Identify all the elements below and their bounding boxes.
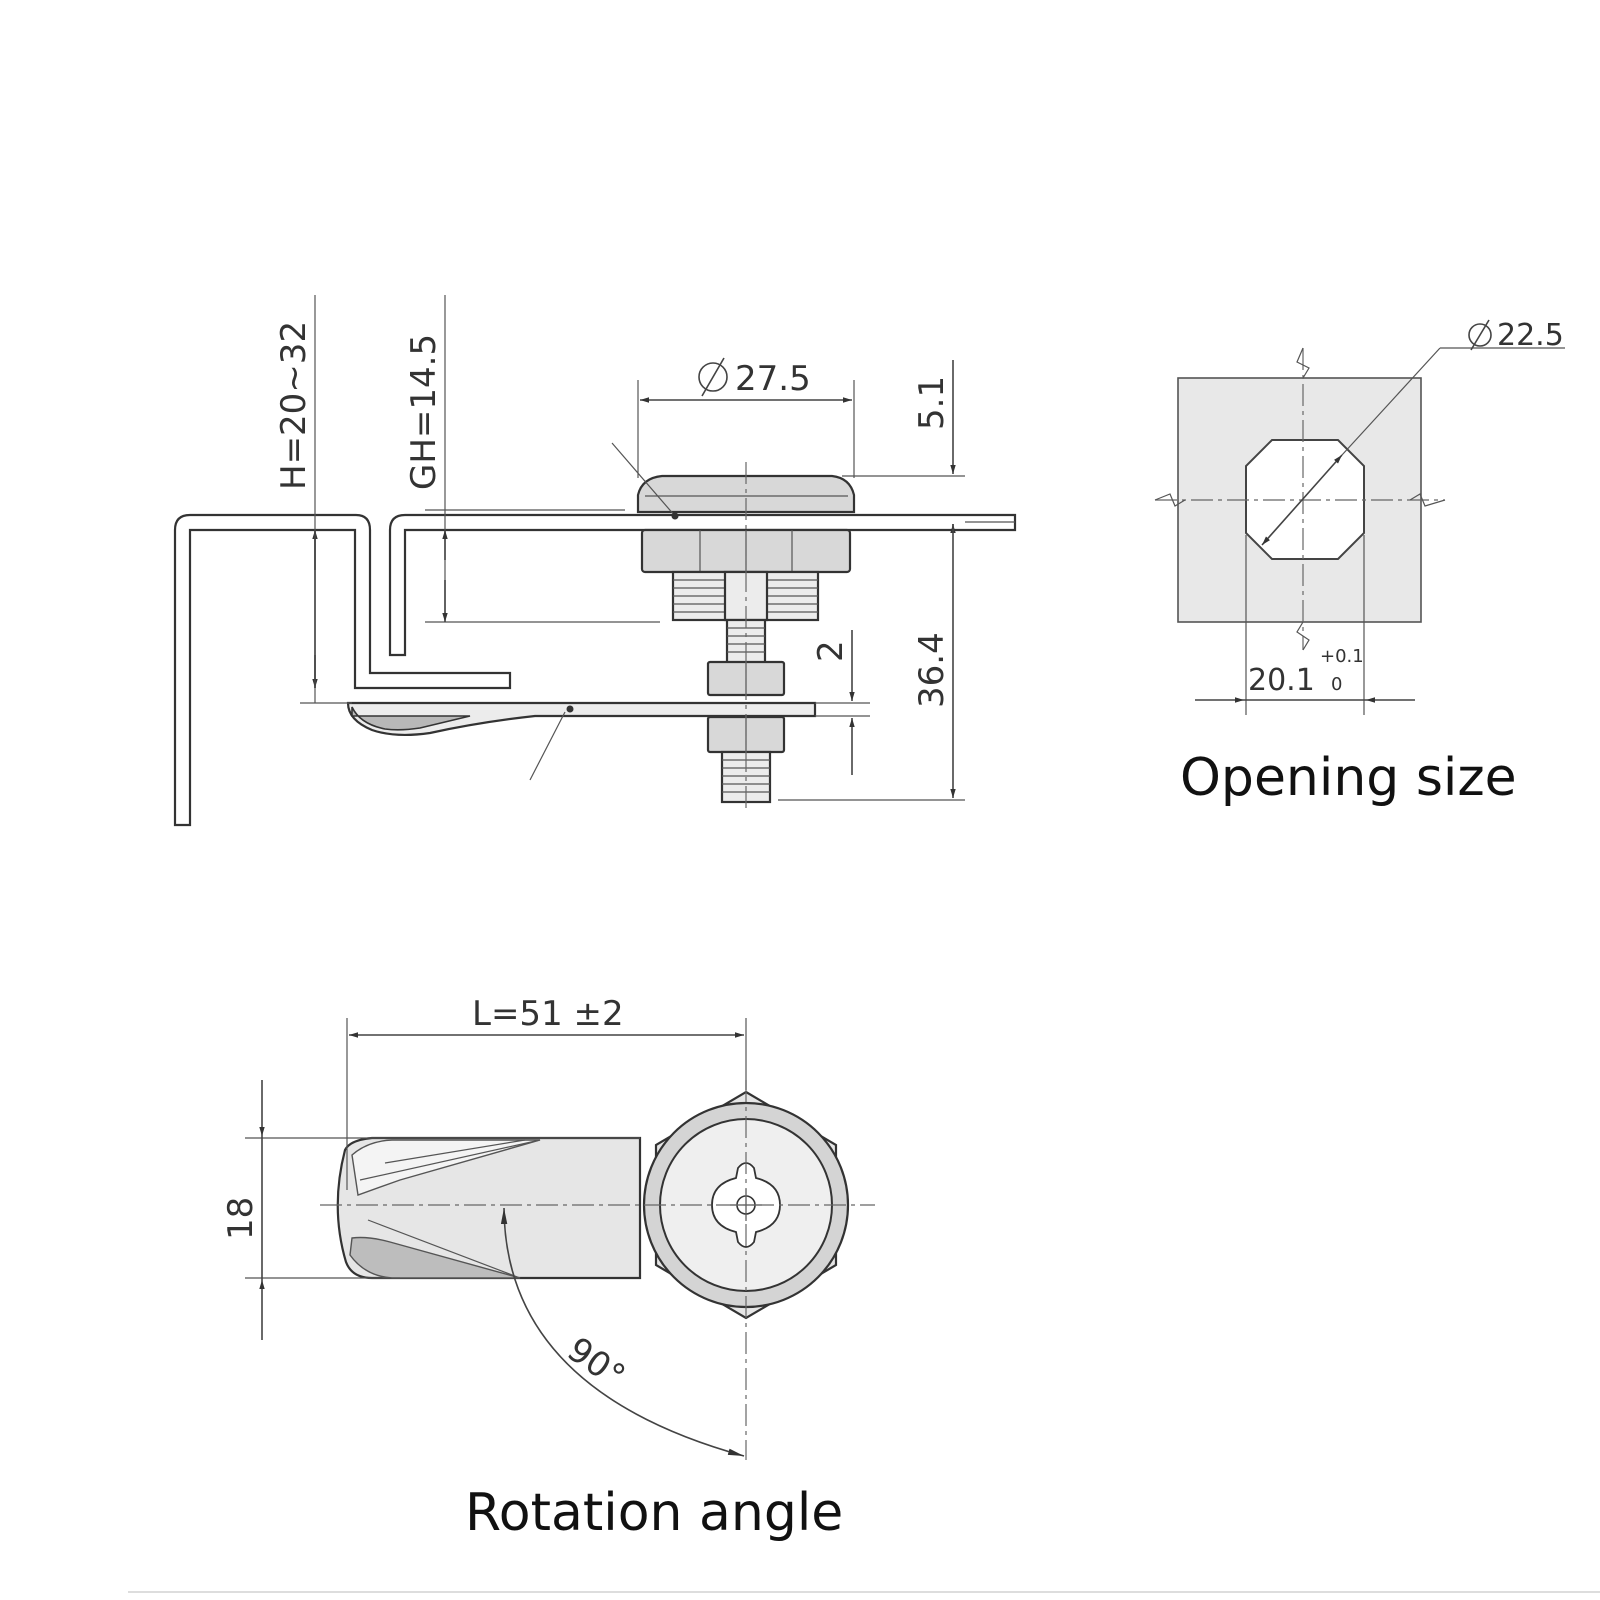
opening-size-view: 22.5 20.1 +0.1 0 Opening size — [1154, 318, 1565, 808]
cam-plate — [346, 701, 817, 737]
tolerance-upper: +0.1 — [1320, 646, 1364, 667]
dim-5-1-label: 5.1 — [912, 376, 952, 430]
dim-20-1-label: 20.1 — [1248, 663, 1315, 698]
rotation-view: L=51 ±2 18 90° Rotation angle — [221, 994, 875, 1543]
cam-bevel-top — [351, 1139, 541, 1196]
cam-bevel-bottom — [349, 1236, 521, 1279]
tolerance-lower: 0 — [1331, 674, 1342, 695]
length-label: L=51 ±2 — [472, 994, 624, 1034]
angle-label: 90° — [560, 1330, 632, 1397]
dim-2-label: 2 — [811, 640, 851, 662]
left-bracket — [173, 513, 512, 827]
diameter-symbol-icon — [698, 357, 728, 397]
side-view: H=20~32 GH=14.5 27.5 5.1 2 36.4 — [173, 295, 1017, 827]
flange-diameter-label: 27.5 — [735, 359, 811, 399]
rotation-arc — [500, 1207, 745, 1457]
diameter-symbol-icon — [1468, 319, 1492, 351]
rotation-angle-caption: Rotation angle — [465, 1483, 843, 1543]
opening-diameter-label: 22.5 — [1497, 318, 1564, 353]
h-range-label: H=20~32 — [274, 321, 314, 490]
lock-flange — [636, 474, 856, 514]
dim-36-4-label: 36.4 — [912, 632, 952, 708]
opening-size-caption: Opening size — [1180, 748, 1517, 808]
dim-18-label: 18 — [221, 1197, 261, 1240]
gh-label: GH=14.5 — [404, 334, 444, 490]
